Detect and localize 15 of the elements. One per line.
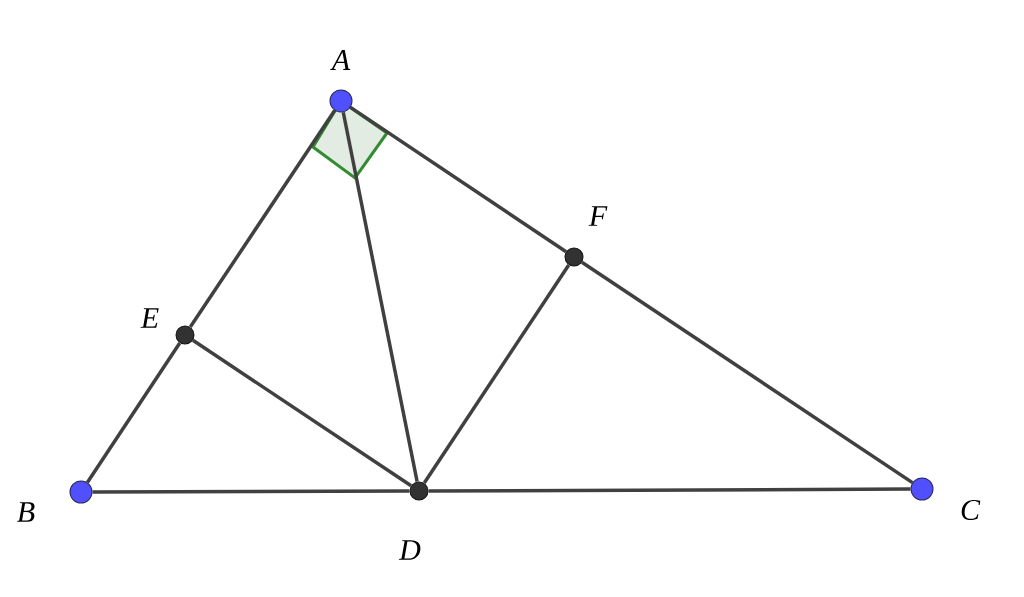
line-segment xyxy=(188,109,337,329)
line-segment xyxy=(422,263,571,485)
point-label: D xyxy=(398,540,421,560)
line-segment xyxy=(428,487,911,493)
line-segment xyxy=(580,260,914,485)
point-label: F xyxy=(588,206,608,226)
point-label: B xyxy=(17,502,35,522)
point-label: C xyxy=(961,499,981,521)
line-segment xyxy=(92,489,410,494)
line-segment xyxy=(341,111,419,482)
line-segment xyxy=(349,105,568,254)
point-label: A xyxy=(330,50,351,70)
point-label: E xyxy=(140,308,159,328)
line-segment xyxy=(191,338,413,488)
line-segment xyxy=(85,341,182,484)
